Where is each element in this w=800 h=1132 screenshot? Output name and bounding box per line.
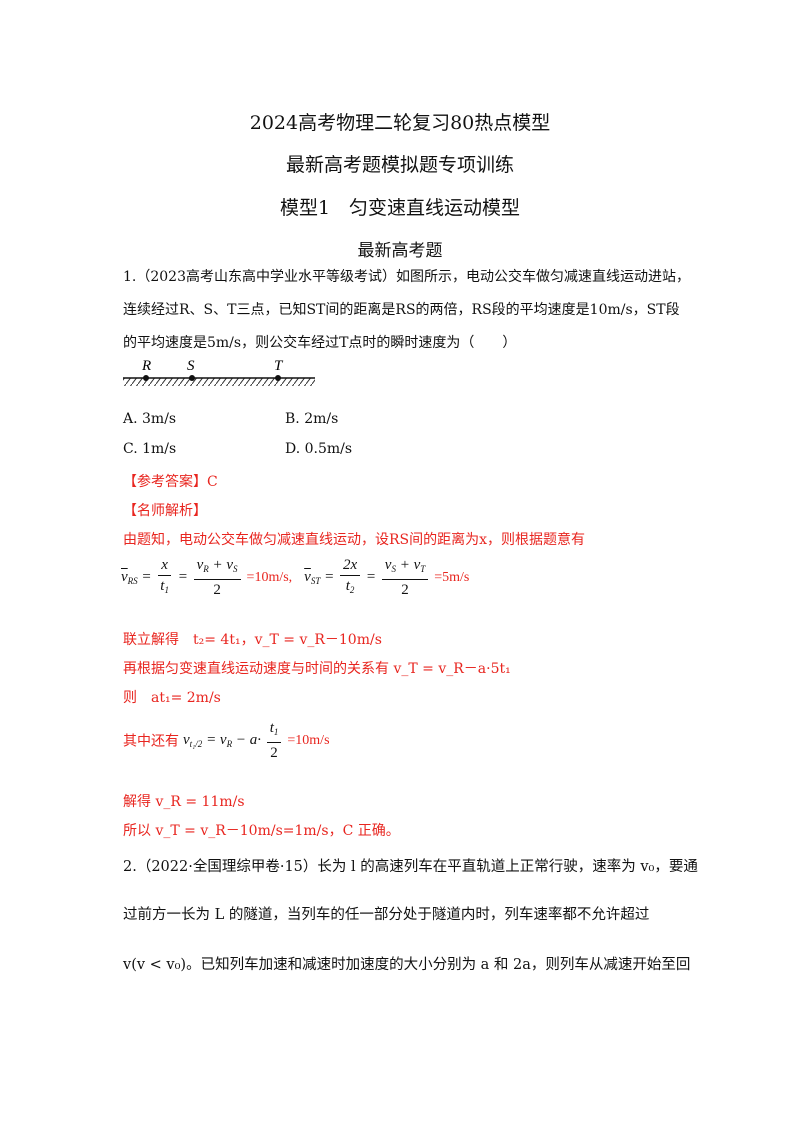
point-t — [275, 375, 281, 381]
solve1: 联立解得 t₂= 4t₁，v_T = v_R－10m/s — [123, 632, 382, 648]
then-line: 则 at₁= 2m/s — [123, 690, 221, 706]
solve2: 解得 v_R = 11m/s — [123, 794, 245, 810]
answer-label: 【参考答案】C — [123, 474, 218, 490]
label-r: R — [141, 358, 151, 374]
relation: 再根据匀变速直线运动速度与时间的关系有 v_T = v_R－a·5t₁ — [123, 661, 511, 677]
label-t: T — [274, 358, 284, 374]
road-figure: R S T — [123, 358, 315, 386]
ground-hatch — [123, 378, 315, 386]
eq1-result: =10m/s, — [246, 569, 293, 585]
point-r — [143, 375, 149, 381]
q1-line3: 的平均速度是5m/s，则公交车经过T点时的瞬时速度为（ ） — [123, 335, 517, 351]
label-s: S — [187, 358, 195, 374]
conclusion: 所以 v_T = v_R－10m/s=1m/s，C 正确。 — [123, 823, 400, 839]
option-a: A. 3m/s — [123, 411, 177, 427]
also-result: =10m/s — [287, 732, 330, 748]
analysis-label: 【名师解析】 — [123, 503, 207, 519]
option-b: B. 2m/s — [285, 411, 339, 427]
doc-title: 2024高考物理二轮复习80热点模型 — [249, 112, 551, 134]
point-s — [189, 375, 195, 381]
q1-line2: 连续经过R、S、T三点，已知ST间的距离是RS的两倍，RS段的平均速度是10m/… — [123, 302, 680, 318]
analysis-intro: 由题知，电动公交车做匀减速直线运动，设RS间的距离为x，则根据题意有 — [123, 532, 586, 548]
model-title: 模型1 匀变速直线运动模型 — [279, 197, 521, 219]
section-heading: 最新高考题 — [357, 241, 443, 261]
option-d: D. 0.5m/s — [285, 441, 353, 457]
also-prefix: 其中还有 — [123, 734, 179, 750]
q2-line1: 2.（2022·全国理综甲卷·15）长为 l 的高速列车在平直轨道上正常行驶，速… — [123, 859, 698, 875]
doc-subtitle: 最新高考题模拟题专项训练 — [285, 154, 514, 176]
option-c: C. 1m/s — [123, 441, 177, 457]
q1-line1: 1.（2023高考山东高中学业水平等级考试）如图所示，电动公交车做匀减速直线运动… — [123, 269, 690, 285]
eq2-result: =5m/s — [434, 569, 470, 585]
q2-line2: 过前方一长为 L 的隧道，当列车的任一部分处于隧道内时，列车速率都不允许超过 — [123, 907, 650, 923]
q2-line3: v(v < v₀)。已知列车加速和减速时加速度的大小分别为 a 和 2a，则列车… — [123, 957, 691, 973]
